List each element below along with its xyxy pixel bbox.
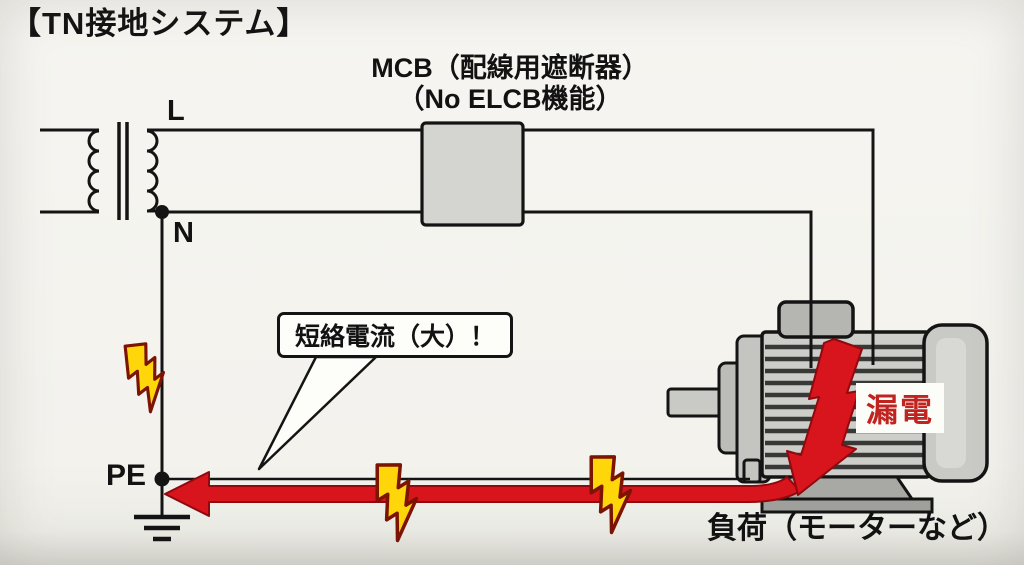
transformer-icon <box>40 122 159 220</box>
terminal-label-N: N <box>173 217 194 249</box>
secondary-winding <box>146 129 159 213</box>
primary-winding <box>87 129 100 213</box>
page-title: 【TN接地システム】 <box>10 6 309 41</box>
mcb-label-line2: （No ELCB機能） <box>397 84 623 115</box>
short-circuit-return-arrow <box>164 471 801 517</box>
motor-terminal-box <box>777 300 855 339</box>
motor-shaft <box>666 387 728 418</box>
lightning-bolt-icon <box>589 455 633 535</box>
motor-base-plate <box>760 497 934 514</box>
motor-end-bell-highlight <box>936 338 966 468</box>
motor-front-lug <box>742 458 762 484</box>
mcb-label: MCB（配線用遮断器） （No ELCB機能） <box>330 53 690 115</box>
lightning-bolt-icon <box>123 342 166 414</box>
terminal-label-L: L <box>167 95 185 127</box>
pe-junction-dot <box>154 471 170 487</box>
leakage-label: 漏電 <box>856 383 944 433</box>
fault-current <box>164 338 863 517</box>
wiring <box>40 122 875 542</box>
terminal-label-PE: PE <box>106 459 147 492</box>
mcb-label-line1: MCB（配線用遮断器） <box>371 53 649 83</box>
callout-text: 短絡電流（大）！ <box>294 323 495 351</box>
callout-tail <box>257 355 378 471</box>
leakage-bolt-arrow <box>786 338 863 496</box>
leakage-text: 漏電 <box>865 392 934 428</box>
short-circuit-callout: 短絡電流（大）！ <box>277 312 513 358</box>
line-conductor-L <box>147 128 875 365</box>
mcb-box <box>420 121 525 227</box>
spark-group <box>123 342 633 543</box>
load-label: 負荷（モーターなど） <box>707 512 1007 545</box>
neutral-junction-dot <box>155 205 169 219</box>
lightning-bolt-icon <box>375 463 419 543</box>
ground-icon <box>134 514 190 542</box>
